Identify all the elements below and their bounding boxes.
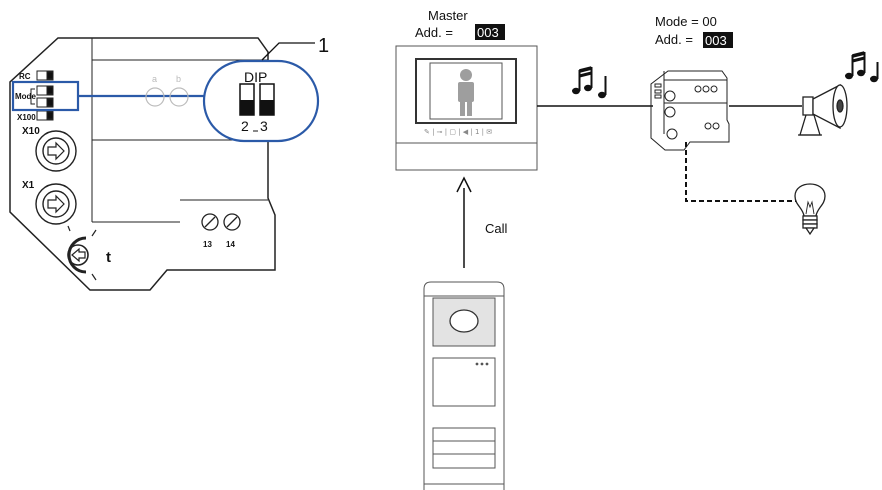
callout-leader-line [261,42,315,61]
indoor-station: ✎ | ⊸ | ▢ | ◀ | 1 | ✉ [395,45,538,171]
actuator-address-box [703,32,733,48]
svg-text:✎ | ⊸ | ▢ | ◀ | 1 | ✉: ✎ | ⊸ | ▢ | ◀ | 1 | ✉ [424,128,492,136]
call-arrow-head [456,176,472,193]
actuator-address-label: Add. = [655,32,693,47]
call-label: Call [485,221,508,236]
timer-label: t [106,249,111,266]
x10-label: X10 [22,126,40,137]
arrow-button-icon [47,141,65,161]
actuator-device [650,70,730,151]
dip-switch-mode-1[interactable] [36,85,54,96]
siren-horn-icon [798,83,848,136]
light-bulb-icon [794,183,826,236]
actuator-address-value: 003 [705,33,727,48]
terminals-13-14 [201,213,241,231]
indoor-address-label: Add. = [415,25,453,40]
music-note-icon [845,51,879,83]
outdoor-station [423,281,505,490]
terminals-a-b [145,87,189,107]
rc-label: RC [19,72,31,81]
indoor-control-icons[interactable]: ✎ | ⊸ | ▢ | ◀ | 1 | ✉ [424,128,492,136]
dip-switch-mode-2[interactable] [36,97,54,108]
terminal-14-label: 14 [226,240,235,249]
indoor-address-value: 003 [477,25,499,40]
x10-button[interactable] [35,130,77,172]
x1-label: X1 [22,180,35,191]
dip-switch-3-zoom[interactable] [259,83,275,116]
dashed-line-actuator-bulb [685,142,800,202]
terminal-a-label: a [152,74,157,84]
dip-switch-rc[interactable] [36,70,54,81]
mode-label: Mode [15,92,36,101]
x1-button[interactable] [35,183,77,225]
terminal-13-label: 13 [203,240,212,249]
mode-bracket [30,88,35,105]
dip-number-2: 2 [241,118,249,134]
outdoor-speaker-module [432,357,496,407]
timer-knob[interactable] [67,225,97,281]
dip-number-3: 3 [260,118,268,134]
indoor-address-box [475,24,505,40]
terminal-b-label: b [176,74,181,84]
module-outline [9,37,276,291]
outdoor-camera-lens [449,309,479,333]
actuator-mode-label: Mode = 00 [655,14,717,29]
callout-number: 1 [318,35,329,57]
indoor-role-label: Master [428,8,468,23]
dip-switch-2-zoom[interactable] [239,83,255,116]
music-note-icon [572,66,607,99]
arrow-button-icon [47,194,65,214]
person-icon [458,69,474,116]
dip-switch-x100[interactable] [36,110,54,121]
outdoor-button-module [432,427,496,469]
actuator-module-detail [9,37,276,291]
x100-label: X100 [17,113,36,122]
dip-title: DIP [244,69,267,85]
